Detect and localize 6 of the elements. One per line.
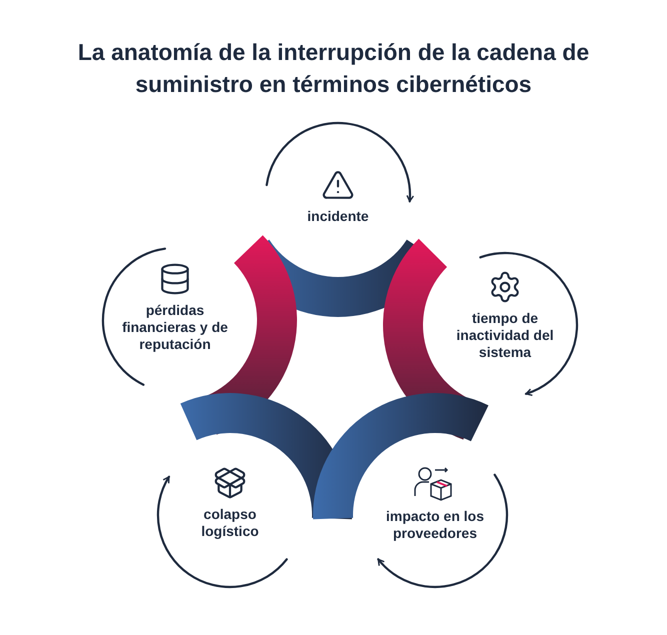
node-label: impacto en los proveedores [384, 508, 486, 542]
node-label: colapso logístico [200, 506, 260, 540]
node-label: pérdidas financieras y de reputación [121, 302, 229, 353]
title: La anatomía de la interrupción de la cadena de suministro en términos cibernéticos [76, 38, 590, 99]
node-label: incidente [307, 208, 369, 225]
node-label: tiempo de inactividad del sistema [455, 310, 555, 361]
